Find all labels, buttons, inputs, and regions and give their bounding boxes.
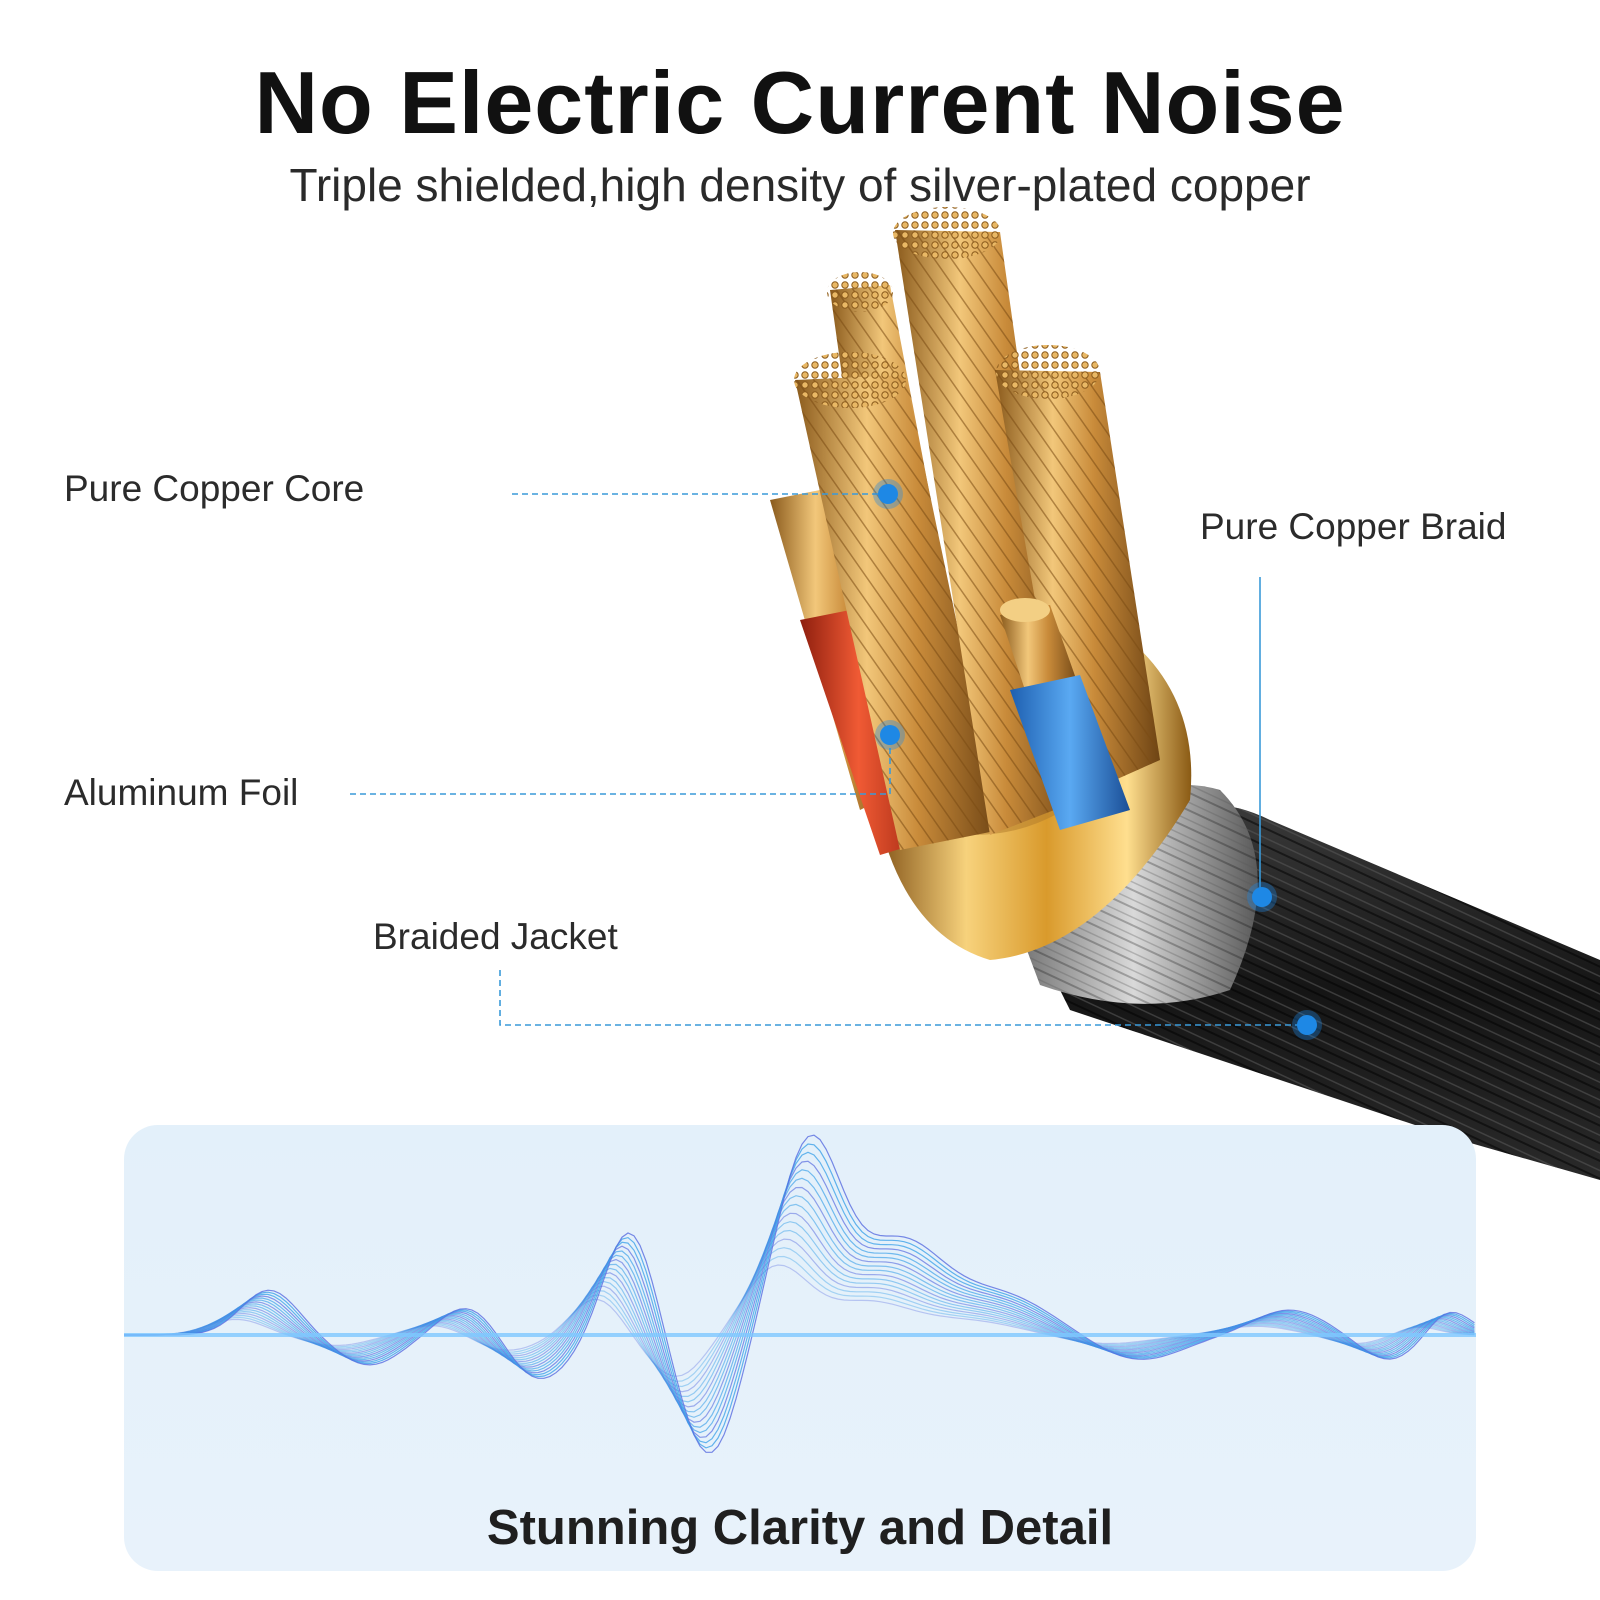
wave-line <box>124 1212 1475 1408</box>
callout-pure-copper-core: Pure Copper Core <box>64 468 365 509</box>
sound-wave-graphic <box>124 1134 1476 1453</box>
wave-line <box>124 1238 1475 1393</box>
callout-leaders <box>350 493 1305 1026</box>
wave-line <box>124 1169 1475 1434</box>
wave-line <box>124 1160 1475 1438</box>
callout-braided-jacket: Braided Jacket <box>373 916 618 957</box>
callout-markers <box>873 479 1322 1040</box>
wave-line <box>124 1255 1475 1382</box>
wave-line <box>124 1186 1475 1423</box>
leader-jacket <box>499 970 1305 1026</box>
callout-pure-copper-braid: Pure Copper Braid <box>1200 506 1507 547</box>
page-title: No Electric Current Noise <box>254 53 1346 152</box>
page-subtitle: Triple shielded,high density of silver-p… <box>289 159 1311 211</box>
panel-title: Stunning Clarity and Detail <box>486 1501 1114 1555</box>
wave-line <box>124 1247 1475 1388</box>
wave-line <box>124 1264 1475 1377</box>
wave-line <box>124 1134 1475 1453</box>
clarity-panel: Stunning Clarity and Detail <box>124 1125 1476 1571</box>
wave-line <box>124 1221 1475 1403</box>
callout-aluminum-foil: Aluminum Foil <box>64 772 299 813</box>
leader-foil <box>350 740 891 795</box>
wave-line <box>124 1195 1475 1418</box>
blue-insulated-wire <box>1000 598 1130 830</box>
wave-line <box>124 1143 1475 1449</box>
